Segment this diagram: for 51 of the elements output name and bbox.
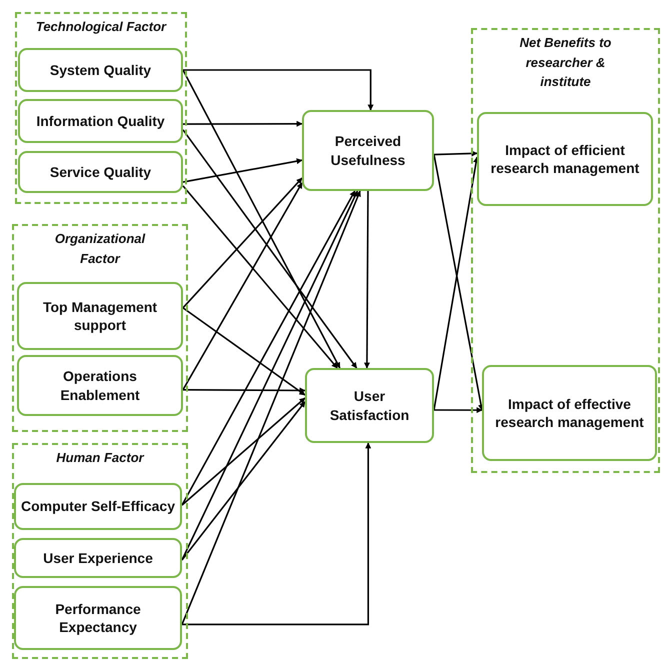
group-title: Human Factor (55, 449, 146, 467)
arrow (364, 191, 370, 369)
box-label: Operations Enablement (59, 367, 141, 404)
process-box (17, 282, 183, 350)
arrow (182, 442, 372, 626)
box-label: User Experience (42, 548, 154, 568)
arrow (434, 150, 478, 156)
arrow (183, 69, 374, 111)
process-box (302, 110, 434, 191)
group-title: Net Benefits to researcher & institute (518, 34, 612, 91)
arrow (182, 182, 303, 390)
process-box (477, 112, 653, 206)
group-frame (12, 224, 188, 432)
box-label: Performance Expectancy (54, 600, 142, 636)
process-box (18, 48, 183, 92)
arrow (181, 190, 356, 506)
group-frame (12, 443, 188, 659)
group-title: Technological Factor (34, 18, 168, 36)
box-label: User Satisfaction (328, 387, 410, 424)
arrow (434, 407, 483, 414)
box-label: Top Management support (42, 298, 158, 334)
arrow (181, 190, 361, 625)
arrow (182, 185, 338, 369)
arrow (181, 397, 306, 506)
process-box (482, 365, 657, 461)
arrow (181, 401, 306, 560)
process-box (14, 538, 182, 578)
group-title: Organizational Factor (54, 230, 146, 268)
process-box (18, 99, 183, 143)
arrow (182, 307, 306, 396)
box-label: Service Quality (48, 162, 152, 182)
box-label: Computer Self-Efficacy (20, 497, 176, 516)
box-label: Perceived Usefulness (330, 132, 406, 169)
process-box (14, 586, 182, 650)
arrow (182, 158, 303, 183)
arrow (183, 120, 303, 127)
process-box (17, 355, 183, 416)
arrow (183, 387, 306, 394)
group-frame (471, 28, 660, 473)
box-label: Impact of effective research management (494, 394, 645, 432)
arrow (181, 190, 358, 560)
arrow (182, 178, 303, 308)
arrow (182, 70, 341, 369)
group-frame (15, 12, 187, 204)
process-box (14, 483, 182, 530)
process-box (18, 151, 183, 193)
box-label: System Quality (48, 60, 152, 80)
arrow (182, 129, 358, 368)
box-label: Information Quality (35, 112, 166, 130)
box-label: Impact of efficient research management (490, 140, 640, 178)
process-box (305, 368, 434, 443)
